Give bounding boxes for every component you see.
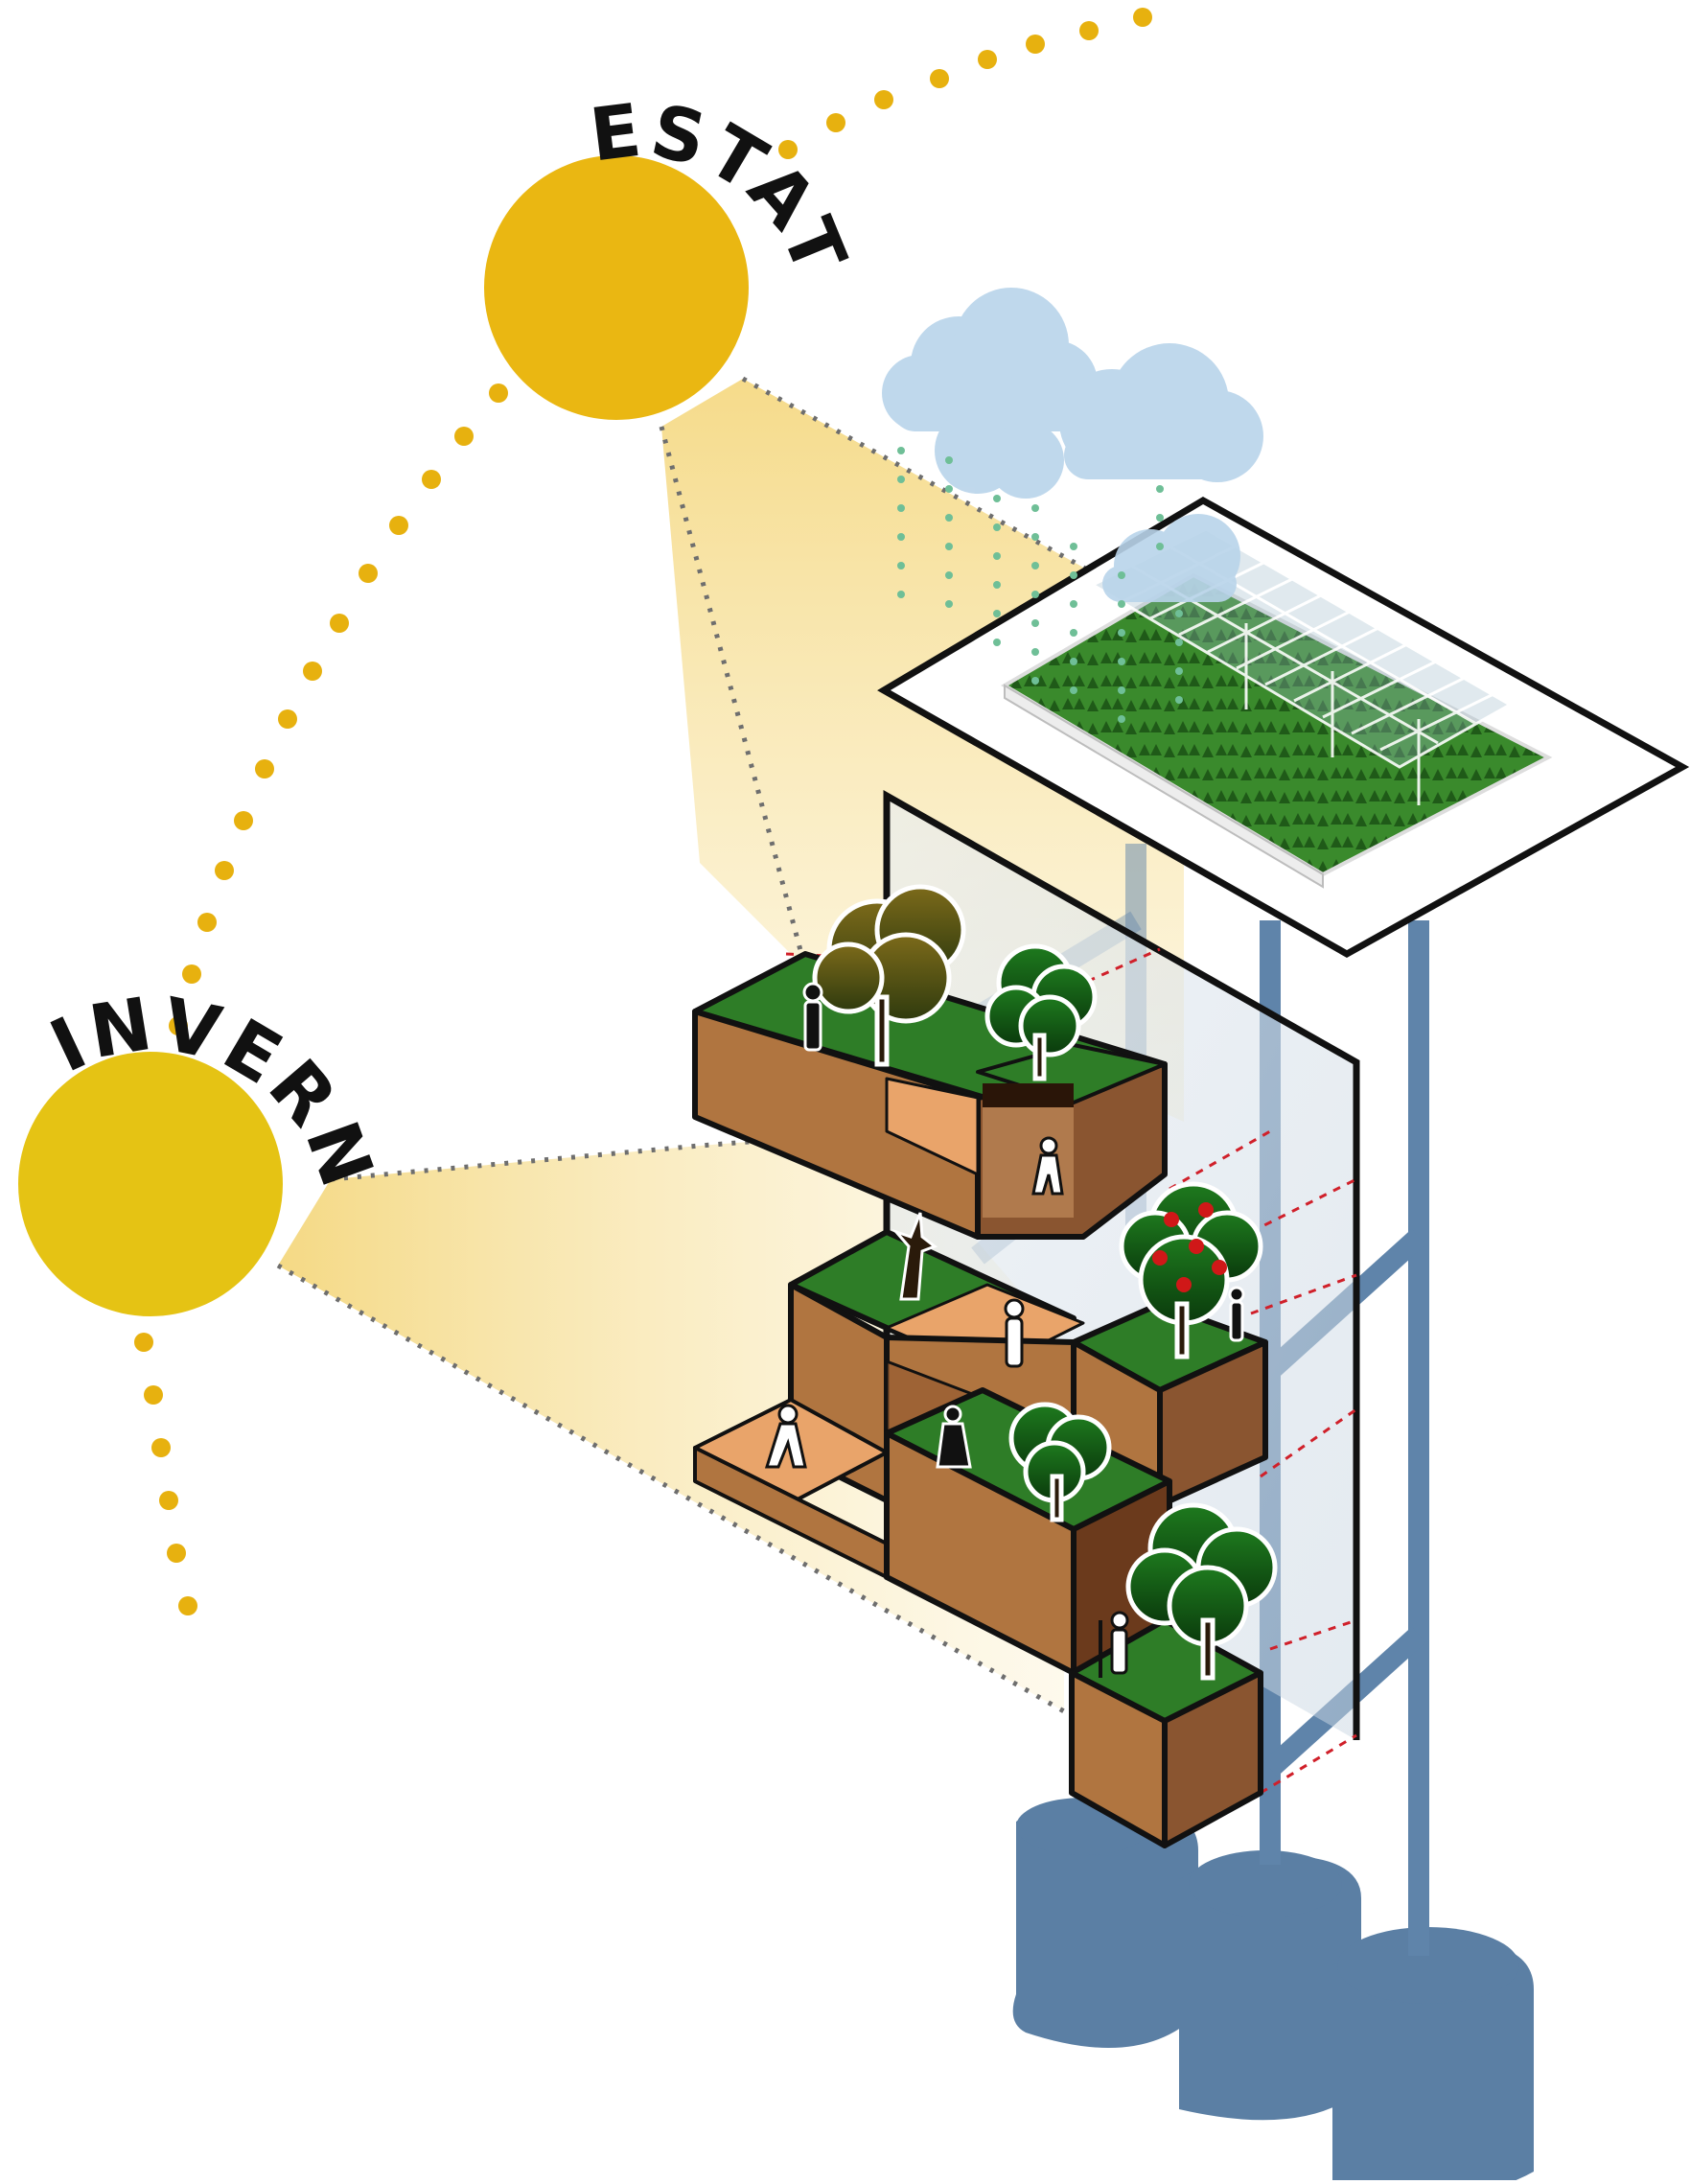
bare-tree-icon <box>891 1212 938 1301</box>
water-tank-icon <box>1012 1796 1534 2184</box>
summer-ray-top <box>741 376 1186 626</box>
winter-ray-bottom <box>276 1263 1066 1714</box>
sun-summer-icon <box>476 148 756 428</box>
fruit-tree-icon <box>1119 1181 1263 1359</box>
tree-icon <box>1008 1402 1112 1522</box>
planter-block-bottom <box>1069 1617 1263 1848</box>
person-icon <box>764 982 1245 1678</box>
tree-icon <box>812 884 966 1067</box>
sun-winter-icon <box>11 1044 290 1324</box>
cloud-icon <box>882 288 1263 723</box>
winter-label: INVERNO <box>0 0 391 1200</box>
tree-icon <box>984 943 1098 1081</box>
winter-ray-top <box>330 1128 883 1182</box>
sun-path-dots <box>134 8 1152 1615</box>
tree-icon <box>1125 1502 1278 1681</box>
